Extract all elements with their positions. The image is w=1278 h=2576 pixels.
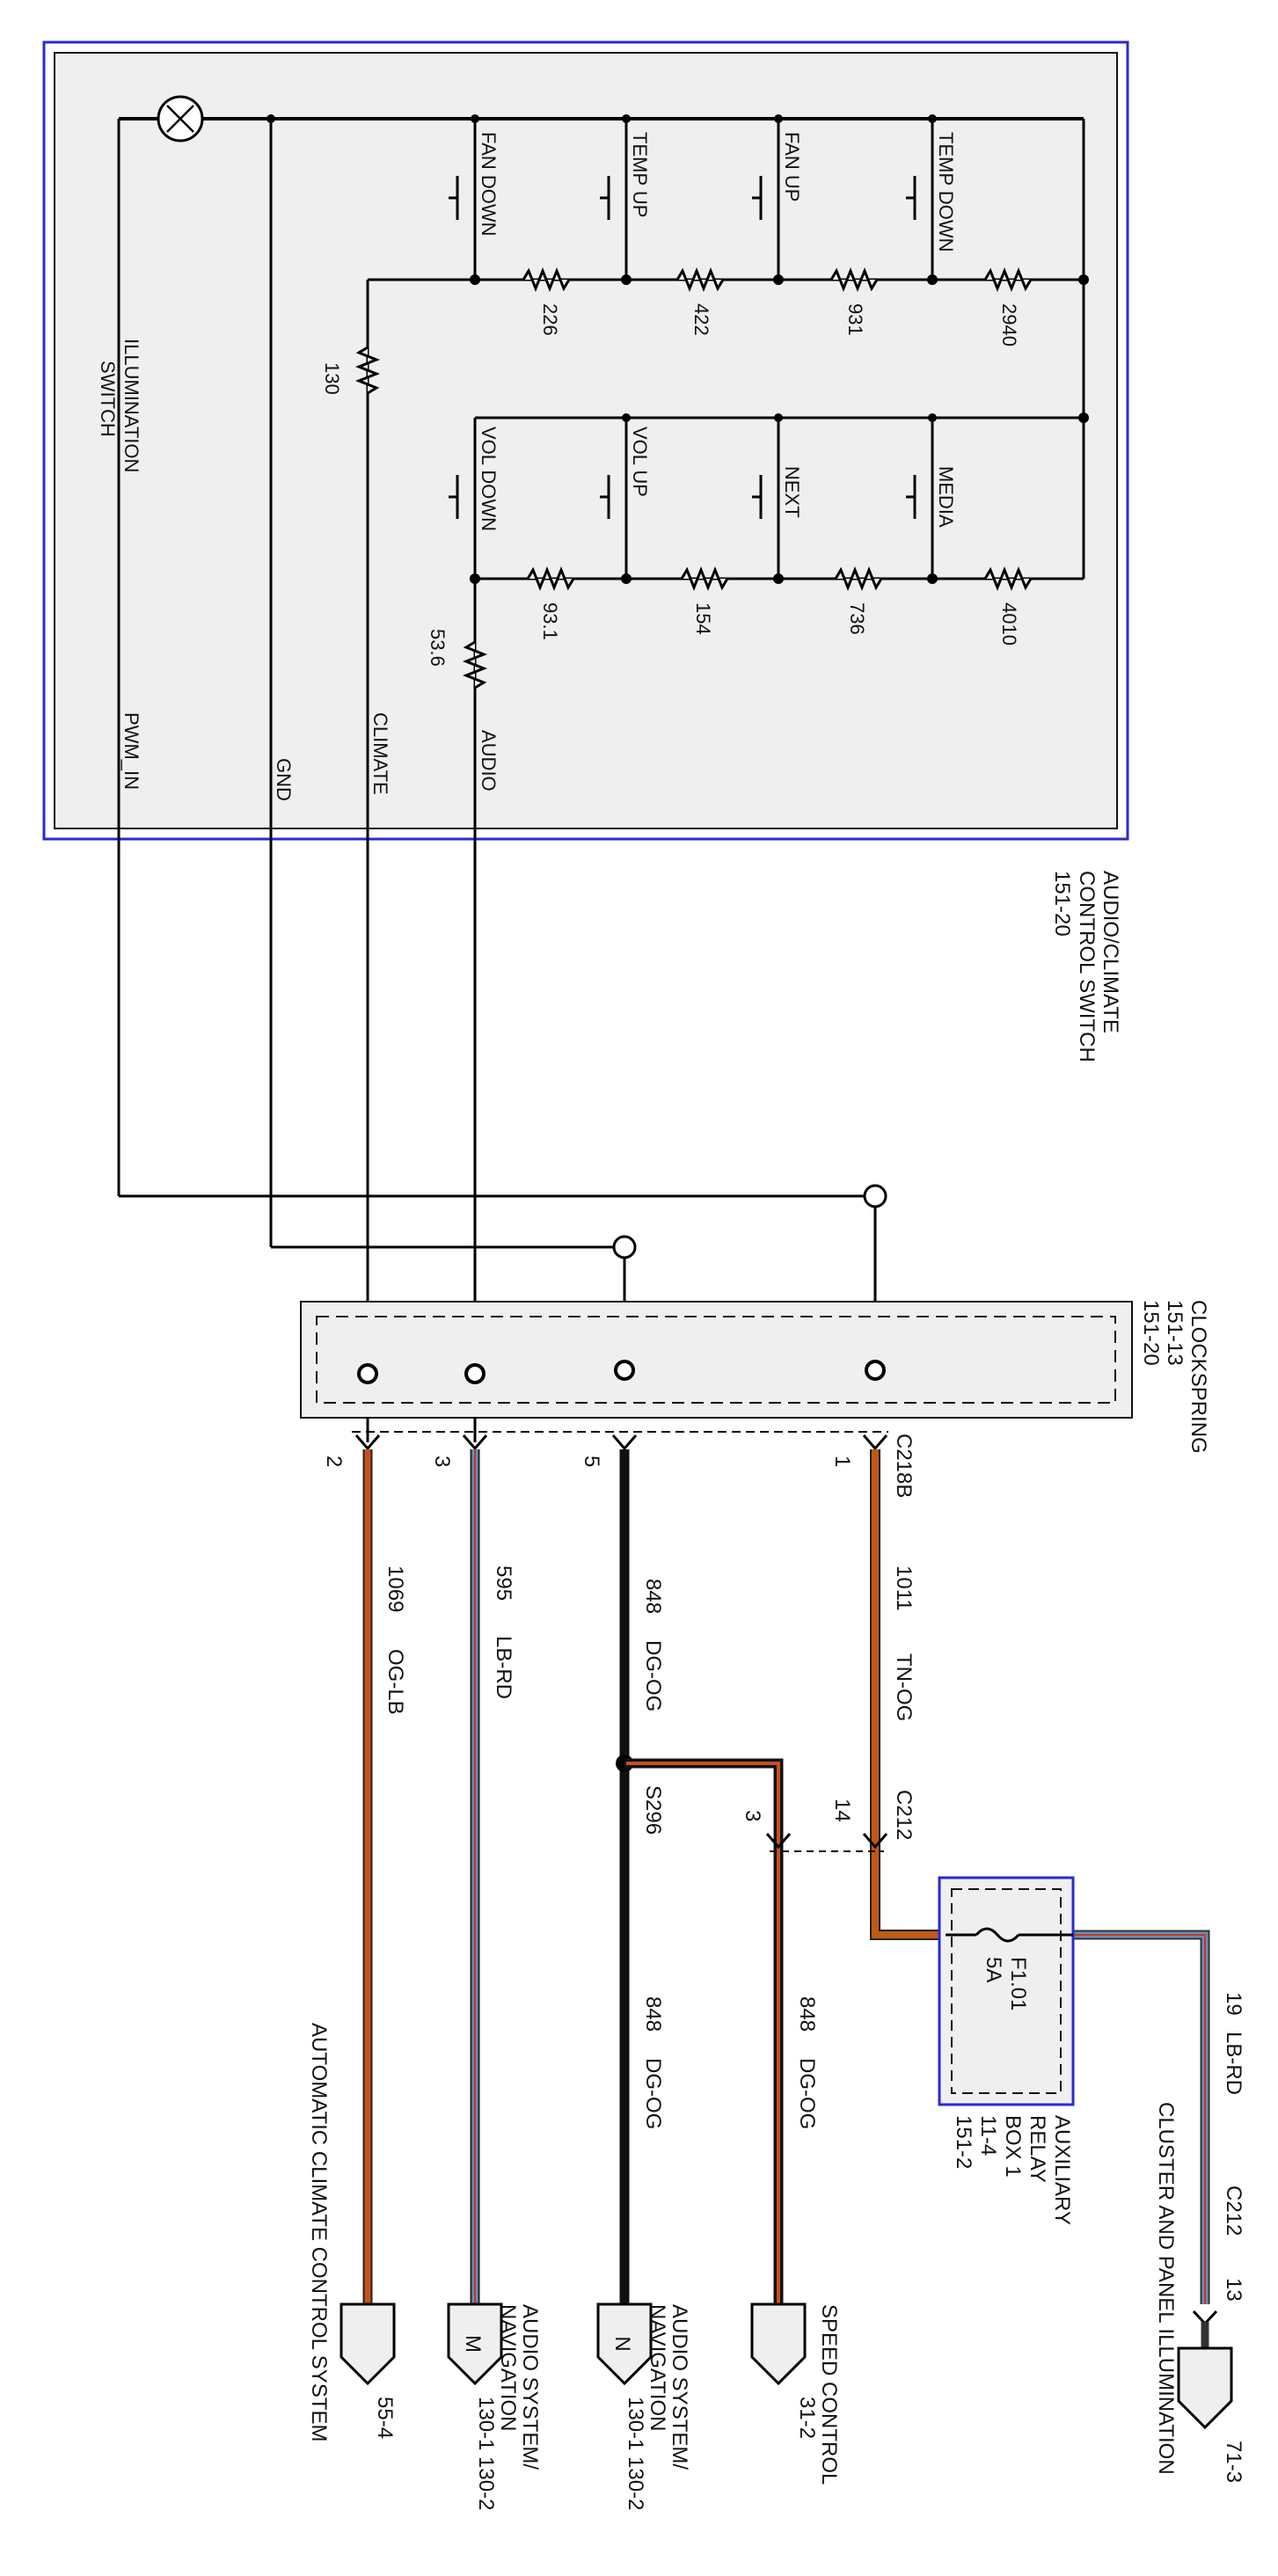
res-226: 226 [539,303,561,336]
res-2940: 2940 [998,303,1020,347]
c212-13-right: 13 [1222,2278,1245,2302]
aux-relay-box [938,1876,1075,2106]
wire-19 [1073,1930,1210,2304]
wire-labels: 1011 TN-OG 848 DG-OG 595 LB-RD 1069 OG-L… [383,1565,1245,2129]
svg-text:595: 595 [492,1565,515,1601]
c212-13-pin [1192,2310,1218,2326]
svg-text:151-20: 151-20 [1139,1300,1163,1366]
pin-2: 2 [322,1456,346,1467]
pin-3: 3 [430,1456,454,1467]
fuse-icon [946,1927,1073,1943]
svg-text:11-4: 11-4 [976,2115,1000,2156]
svg-text:AUDIO SYSTEM/: AUDIO SYSTEM/ [668,2304,691,2470]
switch-module-inner [54,52,1118,829]
svg-text:NAVIGATION: NAVIGATION [646,2304,669,2431]
svg-text:LB-RD: LB-RD [1222,2032,1245,2095]
switch-module-name: AUDIO/CLIMATE CONTROL SWITCH 151-20 [1050,871,1122,1062]
label-media: MEDIA [935,466,957,528]
c212-pin-14: 14 [830,1799,854,1822]
fuse-rating: 5A [982,1957,1005,1982]
label-temp-up: TEMP UP [629,132,651,217]
dest-n-letter: N [610,2336,634,2351]
pin-1: 1 [830,1456,854,1467]
svg-text:848: 848 [795,1996,819,2032]
label-climate: CLIMATE [369,712,391,795]
label-temp-down: TEMP DOWN [935,132,957,252]
svg-text:848: 848 [641,1579,665,1614]
svg-text:848: 848 [641,1996,665,2032]
clockspring-name: CLOCKSPRING 151-13 151-20 [1139,1300,1210,1454]
c212-13-left: C212 [1222,2186,1245,2236]
svg-text:TN-OG: TN-OG [892,1653,916,1721]
svg-text:AUDIO/CLIMATE: AUDIO/CLIMATE [1099,871,1122,1033]
svg-text:130-1 130-2: 130-1 130-2 [474,2397,498,2510]
fuse-name: F1.01 [1006,1957,1030,2010]
dest-m-letter: M [461,2335,485,2353]
svg-text:71-3: 71-3 [1222,2441,1245,2483]
c212-label: C212 [892,1790,916,1840]
destination-labels: CLUSTER AND PANEL ILLUMINATION 71-3 SPEE… [307,2023,1245,2510]
res-53-6: 53.6 [427,629,449,667]
svg-text:55-4: 55-4 [373,2397,397,2439]
clockspring-box [300,1301,1133,1419]
svg-text:DG-OG: DG-OG [795,2058,819,2129]
svg-text:151-20: 151-20 [1050,871,1074,937]
res-4010: 4010 [998,602,1020,646]
climate-switch-ladder [368,114,1089,293]
c218b-label: C218B [892,1434,916,1498]
illumination-lamp-icon [157,95,204,142]
svg-text:AUXILIARY: AUXILIARY [1050,2115,1074,2225]
label-audio: AUDIO [478,730,500,792]
svg-text:DG-OG: DG-OG [641,1640,665,1711]
svg-text:151-13: 151-13 [1163,1300,1187,1366]
label-pwm-in: PWM_IN [120,712,142,790]
label-gnd: GND [273,758,295,801]
svg-text:AUTOMATIC CLIMATE CONTROL SYST: AUTOMATIC CLIMATE CONTROL SYSTEM [307,2023,331,2441]
splice-s296: S296 [641,1785,665,1835]
svg-text:CONTROL SWITCH: CONTROL SWITCH [1075,871,1099,1062]
svg-text:1069: 1069 [383,1565,407,1612]
wire-848-branch [624,1758,784,2304]
svg-text:SPEED CONTROL: SPEED CONTROL [817,2304,841,2485]
c212-pins [765,1833,888,1850]
res-736: 736 [846,602,868,635]
label-next: NEXT [781,466,803,518]
svg-text:31-2: 31-2 [795,2397,819,2439]
label-fan-down: FAN DOWN [478,132,500,237]
c218b-pins [354,1434,888,1451]
svg-text:RELAY: RELAY [1026,2115,1049,2183]
res-931: 931 [844,303,866,336]
svg-text:1011: 1011 [892,1565,916,1611]
svg-text:DG-OG: DG-OG [641,2058,665,2129]
wire-1011 [870,1449,946,1940]
switch-module-outer [42,40,1129,841]
res-154: 154 [692,602,714,635]
audio-switch-ladder [449,413,1084,592]
switch-labels: FAN DOWN TEMP UP FAN UP TEMP DOWN VOL DO… [97,132,1020,801]
c212-pin-3: 3 [741,1810,764,1821]
svg-text:OG-LB: OG-LB [383,1649,407,1715]
svg-text:BOX 1: BOX 1 [1001,2115,1025,2178]
svg-text:AUDIO SYSTEM/: AUDIO SYSTEM/ [518,2304,542,2470]
svg-text:130-1 130-2: 130-1 130-2 [624,2397,647,2510]
label-illumination: ILLUMINATION [120,339,142,472]
svg-text:NAVIGATION: NAVIGATION [496,2304,520,2431]
clockspring-terminals [357,1360,886,1384]
svg-text:CLOCKSPRING: CLOCKSPRING [1187,1300,1210,1454]
pin-5: 5 [580,1456,603,1467]
label-vol-down: VOL DOWN [478,427,500,531]
res-93-1: 93.1 [539,602,561,640]
relay-box-name: AUXILIARY RELAY BOX 1 11-4 151-2 [952,2115,1074,2225]
label-fan-up: FAN UP [781,132,803,201]
dest-connectors [340,2302,1233,2430]
res-422: 422 [690,303,712,336]
label-switch: SWITCH [97,361,119,437]
res-130: 130 [321,362,343,395]
svg-text:19: 19 [1222,1992,1245,2016]
svg-text:151-2: 151-2 [952,2115,975,2169]
label-vol-up: VOL UP [629,427,651,497]
svg-text:LB-RD: LB-RD [492,1636,515,1699]
svg-text:CLUSTER AND PANEL ILLUMINATION: CLUSTER AND PANEL ILLUMINATION [1154,2102,1178,2475]
